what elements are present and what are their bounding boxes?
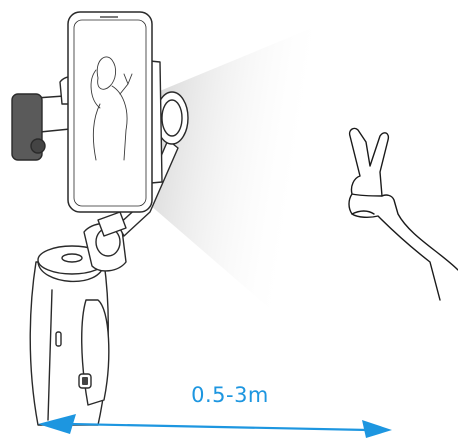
usb-port (56, 332, 61, 346)
distance-line (70, 424, 368, 430)
distance-label: 0.5-3m (150, 383, 310, 407)
victory-hand-gesture-icon (349, 128, 458, 300)
phone-body (68, 12, 152, 212)
camera-view-beam (150, 28, 312, 345)
smartphone-icon (68, 12, 152, 212)
right-arrowhead (362, 420, 392, 438)
